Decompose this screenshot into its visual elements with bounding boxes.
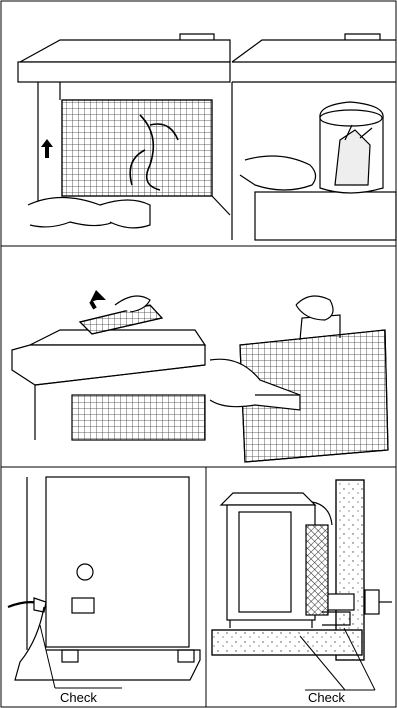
panel-check-flue: [212, 480, 392, 690]
up-arrow-icon: [41, 139, 53, 158]
check-label-left: Check: [60, 690, 97, 705]
panel-clean-burner: [232, 34, 396, 240]
panel-check-cord: [8, 477, 200, 688]
panel-vacuum-filter: [210, 296, 388, 462]
panel-lift-top-filter: [12, 296, 205, 440]
up-arrow-icon: [89, 290, 106, 309]
check-label-right: Check: [308, 690, 345, 705]
panel-remove-front-filter: [18, 34, 230, 228]
